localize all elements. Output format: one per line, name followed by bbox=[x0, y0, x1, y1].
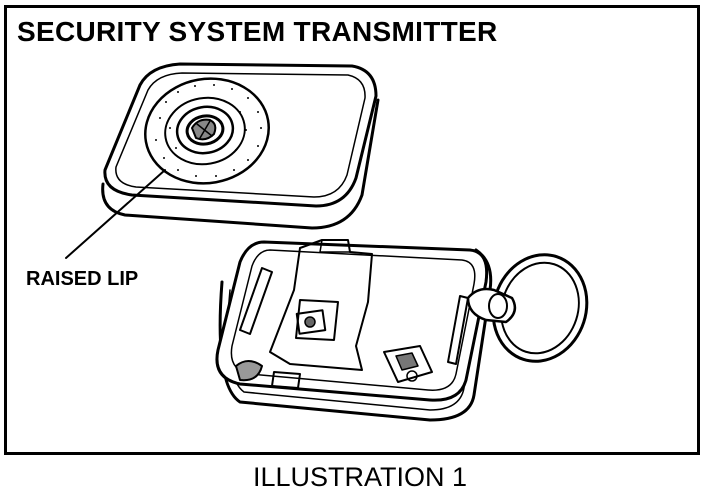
transmitter-button-emblem bbox=[175, 105, 235, 155]
transmitter-open-housing bbox=[215, 239, 493, 422]
battery-cell bbox=[383, 345, 433, 383]
illustration-caption: ILLUSTRATION 1 bbox=[252, 462, 468, 492]
transmitter-drawing bbox=[65, 62, 589, 422]
figure-title: SECURITY SYSTEM TRANSMITTER bbox=[17, 16, 498, 47]
key-ring bbox=[466, 253, 589, 363]
illustration-frame: SECURITY SYSTEM TRANSMITTER RAISED LIP bbox=[4, 5, 700, 455]
raised-lip-label: RAISED LIP bbox=[26, 268, 139, 290]
switch-component bbox=[295, 309, 327, 335]
raised-lip-leader-line bbox=[65, 169, 166, 259]
